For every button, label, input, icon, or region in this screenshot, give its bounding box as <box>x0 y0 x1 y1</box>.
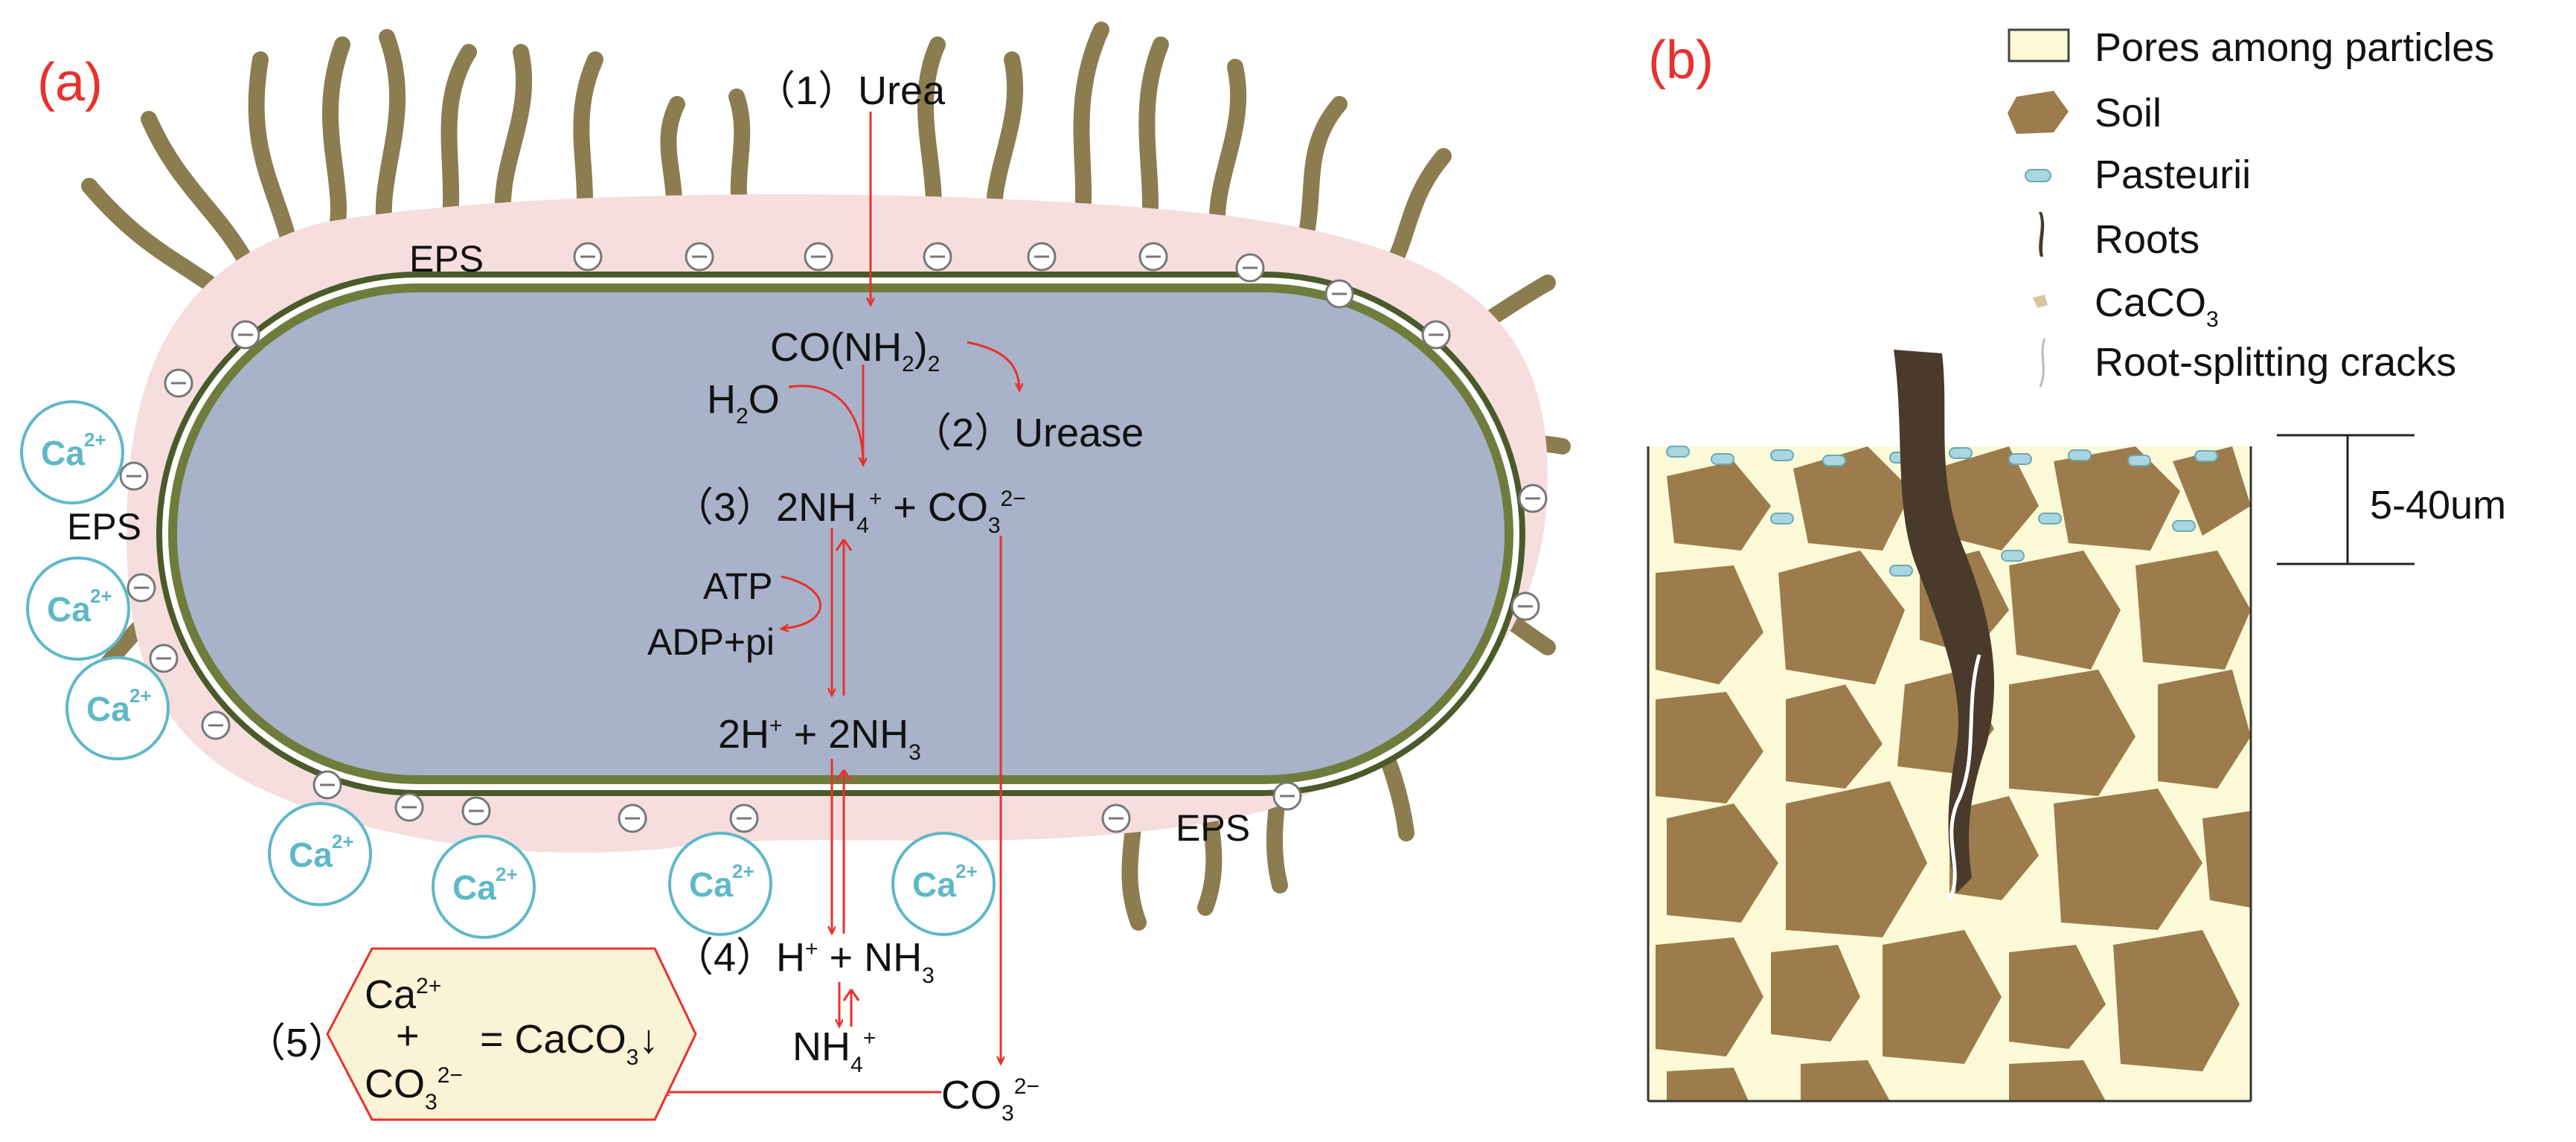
svg-text:Ca: Ca <box>452 868 496 907</box>
root-icon <box>2039 212 2045 257</box>
eps-label-bottom: EPS <box>1176 807 1250 849</box>
result-co3: CO32− <box>365 1062 463 1114</box>
ammonium-label: NH4+ <box>792 1024 876 1077</box>
result-plus: + <box>396 1013 420 1058</box>
svg-text:CaCO3: CaCO3 <box>2095 280 2219 332</box>
carbonate-label: CO32− <box>941 1073 1039 1126</box>
result-caco3: = CaCO3↓ <box>480 1017 659 1070</box>
precipitation-box <box>326 947 697 1121</box>
svg-text:2+: 2+ <box>496 863 518 885</box>
svg-text:Ca: Ca <box>86 690 130 728</box>
svg-text:2+: 2+ <box>955 860 978 882</box>
svg-text:Pasteurii: Pasteurii <box>2095 153 2251 197</box>
adp-label: ADP+pi <box>647 621 775 663</box>
urea-formula: CO(NH2)2 <box>770 325 940 376</box>
scale-bar <box>2277 434 2415 565</box>
atp-label: ATP <box>703 565 773 607</box>
svg-text:Ca: Ca <box>689 865 733 904</box>
reaction-arrows <box>662 112 1019 1092</box>
soil-column <box>1647 350 2252 1103</box>
legend-item: CaCO3 <box>2033 280 2219 332</box>
pores-swatch-icon <box>2008 28 2070 62</box>
svg-text:Pores among particles: Pores among particles <box>2095 25 2494 70</box>
svg-text:2+: 2+ <box>129 684 152 707</box>
pasteurii-cell-icon <box>2025 169 2051 182</box>
hydrolysis-products: 2H+ + 2NH3 <box>718 712 921 765</box>
legend-item: Roots <box>2039 212 2199 262</box>
svg-text:Ca: Ca <box>912 865 956 904</box>
eps-label-left: EPS <box>67 506 141 548</box>
water-formula: H2O <box>707 377 780 429</box>
svg-text:2+: 2+ <box>332 830 354 853</box>
caco3-crystal-icon <box>2033 295 2048 308</box>
legend: Pores among particles Soil Pasteurii Roo… <box>2008 25 2494 388</box>
step-4-equation: （4）H+ + NH3 <box>673 935 935 988</box>
negative-charges <box>119 242 1548 833</box>
soil-particle-icon <box>2008 91 2069 134</box>
svg-text:2+: 2+ <box>84 429 106 451</box>
scale-label: 5-40um <box>2370 483 2506 527</box>
svg-text:Ca: Ca <box>289 835 333 874</box>
svg-text:2+: 2+ <box>732 860 754 882</box>
panel-b-label: (b) <box>1648 31 1714 90</box>
step-1-label: （1）Urea <box>755 68 946 113</box>
result-ca: Ca2+ <box>365 972 441 1017</box>
svg-text:Ca: Ca <box>41 434 85 472</box>
step-3-equation: （3）2NH4+ + CO32− <box>673 485 1026 538</box>
legend-item: Root-splitting cracks <box>2039 338 2456 388</box>
svg-text:Ca: Ca <box>47 590 91 629</box>
panel-a-label: (a) <box>37 53 103 112</box>
svg-text:Soil: Soil <box>2095 91 2162 135</box>
legend-item: Soil <box>2008 91 2162 135</box>
legend-item: Pasteurii <box>2025 153 2251 197</box>
step-2-label: （2）Urease <box>911 411 1144 455</box>
crack-icon <box>2039 338 2046 388</box>
svg-text:2+: 2+ <box>90 585 112 607</box>
cell-body <box>177 292 1505 775</box>
eps-label-top: EPS <box>409 238 484 280</box>
svg-text:Roots: Roots <box>2095 217 2199 262</box>
legend-item: Pores among particles <box>2008 25 2494 70</box>
svg-text:Root-splitting cracks: Root-splitting cracks <box>2095 340 2456 385</box>
